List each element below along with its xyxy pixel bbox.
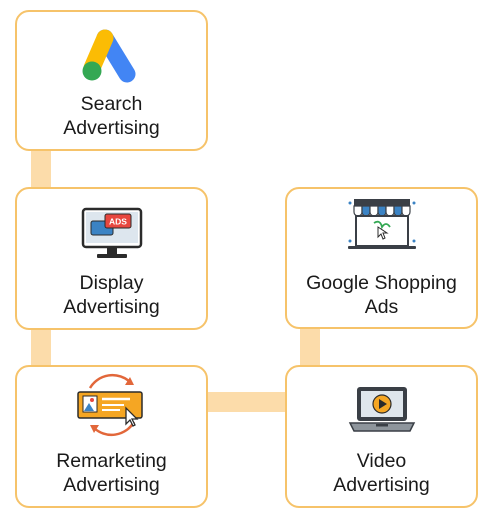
card-search-advertising: Search Advertising [15, 10, 208, 151]
card-search-line1: Search [80, 93, 143, 115]
card-remarketing-advertising: Remarketing Advertising [15, 365, 208, 508]
card-display-advertising: ADS Display Advertising [15, 187, 208, 330]
connector-display-remarketing [31, 330, 51, 368]
card-remarketing-label: Remarketing Advertising [17, 449, 206, 497]
card-video-line2: Advertising [333, 474, 430, 496]
card-video-label: Video Advertising [287, 449, 476, 497]
connector-search-display [31, 150, 51, 190]
card-video-line1: Video [356, 450, 407, 472]
connector-video-shopping [300, 328, 320, 368]
card-display-line1: Display [79, 272, 144, 294]
card-search-line2: Advertising [63, 117, 160, 139]
card-video-advertising: Video Advertising [285, 365, 478, 508]
card-google-shopping-ads: Google Shopping Ads [285, 187, 478, 329]
laptop-play-icon [348, 387, 415, 432]
card-display-line2: Advertising [63, 296, 160, 318]
connector-remarketing-video [207, 392, 287, 412]
card-display-label: Display Advertising [17, 271, 206, 319]
card-remarketing-line2: Advertising [63, 474, 160, 496]
card-shopping-line2: Ads [364, 296, 399, 318]
card-shopping-label: Google Shopping Ads [287, 271, 476, 319]
storefront-icon [347, 199, 416, 249]
card-remarketing-line1: Remarketing [56, 450, 167, 472]
card-search-label: Search Advertising [17, 92, 206, 140]
monitor-ads-text: ADS [109, 217, 127, 227]
card-shopping-line1: Google Shopping [306, 272, 457, 294]
google-ads-logo-icon [82, 29, 135, 83]
remarketing-banner-icon [76, 373, 143, 437]
monitor-ads-icon: ADS [81, 207, 142, 258]
